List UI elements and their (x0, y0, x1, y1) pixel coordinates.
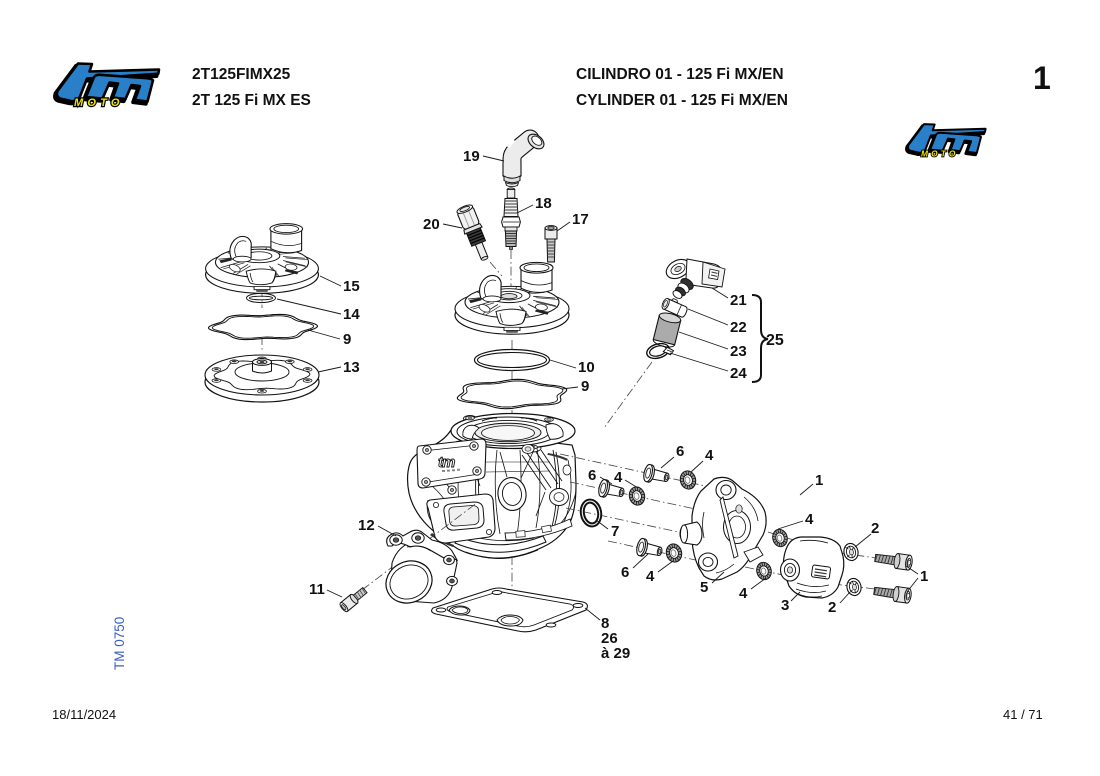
svg-text:4: 4 (646, 568, 655, 585)
svg-text:4: 4 (739, 585, 748, 602)
svg-text:4: 4 (805, 511, 814, 528)
svg-text:26: 26 (601, 630, 618, 647)
svg-text:6: 6 (588, 467, 596, 484)
svg-text:21: 21 (730, 292, 747, 309)
svg-text:TM 0750: TM 0750 (112, 617, 127, 670)
svg-text:1: 1 (920, 568, 928, 585)
svg-text:6: 6 (621, 564, 629, 581)
svg-text:18: 18 (535, 195, 552, 212)
svg-text:à 29: à 29 (601, 645, 630, 662)
svg-text:1: 1 (815, 472, 823, 489)
svg-text:22: 22 (730, 319, 747, 336)
svg-text:tm: tm (438, 454, 455, 471)
svg-text:23: 23 (730, 343, 747, 360)
svg-text:2T 125 Fi MX ES: 2T 125 Fi MX ES (192, 92, 311, 109)
svg-text:CILINDRO 01 - 125 Fi MX/EN: CILINDRO 01 - 125 Fi MX/EN (576, 66, 784, 83)
svg-text:2: 2 (871, 520, 879, 537)
svg-text:13: 13 (343, 359, 360, 376)
svg-text:12: 12 (358, 517, 375, 534)
svg-text:4: 4 (705, 447, 714, 464)
svg-text:3: 3 (781, 597, 789, 614)
svg-text:19: 19 (463, 148, 480, 165)
svg-text:8: 8 (601, 615, 609, 632)
svg-text:15: 15 (343, 278, 360, 295)
svg-text:6: 6 (676, 443, 684, 460)
svg-text:14: 14 (343, 306, 360, 323)
svg-text:24: 24 (730, 365, 747, 382)
svg-text:2: 2 (828, 599, 836, 616)
svg-text:CYLINDER 01 - 125 Fi MX/EN: CYLINDER 01 - 125 Fi MX/EN (576, 92, 788, 109)
svg-text:7: 7 (611, 523, 619, 540)
svg-text:25: 25 (766, 332, 784, 349)
svg-text:2T125FIMX25: 2T125FIMX25 (192, 66, 291, 83)
svg-text:9: 9 (581, 378, 589, 395)
svg-text:10: 10 (578, 359, 595, 376)
svg-text:41 / 71: 41 / 71 (1003, 707, 1043, 722)
svg-text:4: 4 (614, 469, 623, 486)
svg-text:18/11/2024: 18/11/2024 (52, 707, 116, 722)
svg-text:20: 20 (423, 216, 440, 233)
svg-text:9: 9 (343, 331, 351, 348)
svg-text:MOTO: MOTO (74, 97, 124, 109)
svg-text:1: 1 (1033, 60, 1051, 96)
svg-text:17: 17 (572, 211, 589, 228)
svg-text:MOTO: MOTO (921, 148, 959, 158)
svg-text:11: 11 (309, 581, 325, 598)
svg-text:5: 5 (700, 579, 708, 596)
